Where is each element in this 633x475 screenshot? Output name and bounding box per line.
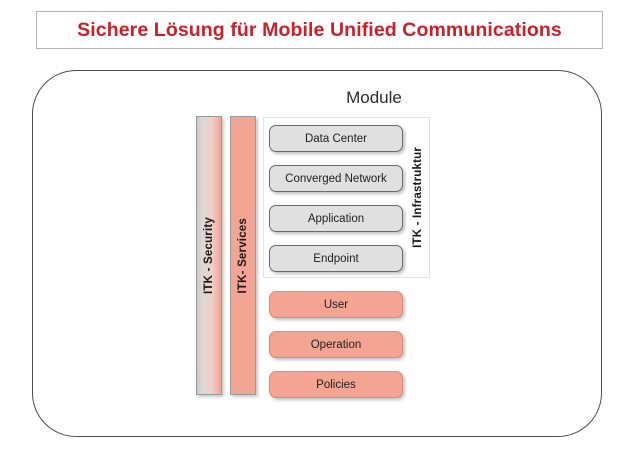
module-box-user: User (269, 291, 403, 318)
module-box-label: Converged Network (285, 172, 387, 185)
module-box-converged-network: Converged Network (269, 165, 403, 192)
module-box-label: Application (307, 212, 365, 225)
module-box-label: Endpoint (313, 252, 359, 265)
infrastructure-label: ITK - Infrastruktur (408, 130, 428, 265)
module-heading: Module (346, 88, 402, 107)
module-box-application: Application (269, 205, 403, 232)
module-box-operation: Operation (269, 331, 403, 358)
module-box-label: Operation (310, 338, 362, 351)
module-box-data-center: Data Center (269, 125, 403, 152)
module-box-label: Policies (316, 378, 356, 391)
column-itk-security: ITK - Security (196, 116, 222, 395)
module-box-label: Data Center (304, 132, 367, 145)
module-box-policies: Policies (269, 371, 403, 398)
page-title: Sichere Lösung für Mobile Unified Commun… (77, 18, 562, 41)
column-itk-security-label: ITK - Security (203, 217, 215, 294)
slide-title-banner: Sichere Lösung für Mobile Unified Commun… (36, 11, 603, 49)
module-box-endpoint: Endpoint (269, 245, 403, 272)
column-itk-services: ITK- Services (230, 116, 256, 395)
column-itk-services-label: ITK- Services (237, 217, 249, 294)
module-box-label: User (323, 298, 349, 311)
infrastructure-label-text: ITK - Infrastruktur (412, 147, 424, 248)
